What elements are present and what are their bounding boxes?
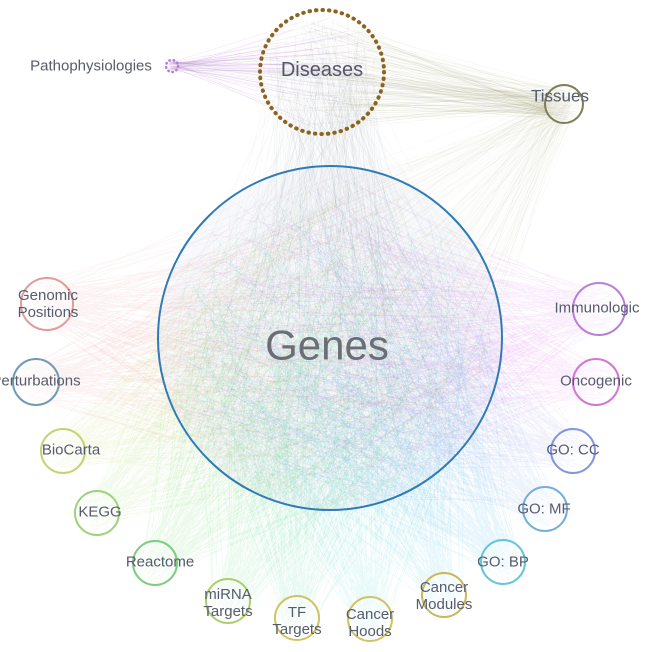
node-label-go-bp[interactable]: GO: BP: [477, 553, 529, 571]
node-circle-go-bp[interactable]: [480, 539, 526, 585]
node-circle-biocarta[interactable]: [40, 428, 86, 474]
edge-bundle-go-cc-genes: [167, 179, 592, 476]
node-circle-cancer-hoods[interactable]: [347, 596, 393, 642]
node-label-cancer-modules[interactable]: Cancer Modules: [415, 579, 473, 613]
node-circle-perturbations[interactable]: [12, 358, 60, 406]
edge-bundle-genomic-positions-genes: [24, 176, 486, 499]
node-circle-go-mf[interactable]: [522, 486, 568, 532]
node-circle-diseases[interactable]: [258, 8, 386, 136]
node-circle-cancer-modules[interactable]: [421, 572, 467, 618]
node-label-tf-targets[interactable]: TF Targets: [272, 604, 322, 638]
node-label-genes[interactable]: Genes: [265, 321, 389, 369]
node-label-pathophysiologies[interactable]: Pathophysiologies: [30, 57, 152, 75]
edge-bundle-tissues-diseases: [266, 15, 581, 129]
node-circle-tissues[interactable]: [544, 84, 584, 124]
node-label-go-mf[interactable]: GO: MF: [517, 500, 571, 518]
edge-bundle-cancer-hoods-genes: [192, 186, 488, 638]
node-label-biocarta[interactable]: BioCarta: [41, 441, 101, 459]
edge-bundle-reactome-genes: [137, 210, 477, 583]
node-label-cancer-hoods[interactable]: Cancer Hoods: [345, 606, 395, 640]
edge-bundle-cancer-modules-genes: [171, 189, 473, 614]
node-label-oncogenic[interactable]: Oncogenic: [560, 372, 632, 390]
edge-bundle-immunologic-genes: [177, 176, 621, 499]
node-circle-reactome[interactable]: [132, 540, 178, 586]
node-circle-oncogenic[interactable]: [572, 358, 620, 406]
node-label-immunologic[interactable]: Immunologic: [554, 299, 640, 317]
node-circle-genomic-positions[interactable]: [20, 277, 74, 331]
node-label-diseases[interactable]: Diseases: [280, 58, 364, 81]
edge-bundle-pathophysiologies-tissues: [168, 61, 580, 121]
node-label-genomic-positions[interactable]: Genomic Positions: [17, 287, 79, 321]
node-label-go-cc[interactable]: GO: CC: [546, 441, 600, 459]
node-circle-kegg[interactable]: [74, 490, 120, 536]
edge-bundle-biocarta-genes: [44, 180, 486, 490]
edge-bundle-go-mf-genes: [178, 188, 565, 528]
node-circle-tf-targets[interactable]: [274, 595, 320, 641]
node-label-perturbations[interactable]: Perturbations: [0, 372, 81, 390]
node-circle-immunologic[interactable]: [572, 282, 626, 336]
node-label-kegg[interactable]: KEGG: [78, 503, 122, 521]
edge-bundle-pathophysiologies-diseases: [166, 18, 374, 130]
edge-bundle-mirna-targets-genes: [173, 181, 489, 621]
edge-bundle-tf-targets-genes: [181, 183, 467, 638]
node-circle-pathophysiologies[interactable]: [164, 58, 180, 74]
node-circle-go-cc[interactable]: [550, 428, 596, 474]
edge-bundle-go-bp-genes: [180, 186, 522, 581]
node-circle-mirna-targets[interactable]: [205, 578, 251, 624]
node-label-tissues[interactable]: Tissues: [531, 86, 589, 106]
node-label-mirna-targets[interactable]: miRNA Targets: [203, 586, 253, 620]
node-label-reactome[interactable]: Reactome: [125, 553, 195, 571]
edge-bundle-tissues-genes: [174, 87, 581, 499]
node-circle-genes[interactable]: [157, 165, 503, 511]
edge-bundle-perturbations-genes: [15, 187, 492, 485]
